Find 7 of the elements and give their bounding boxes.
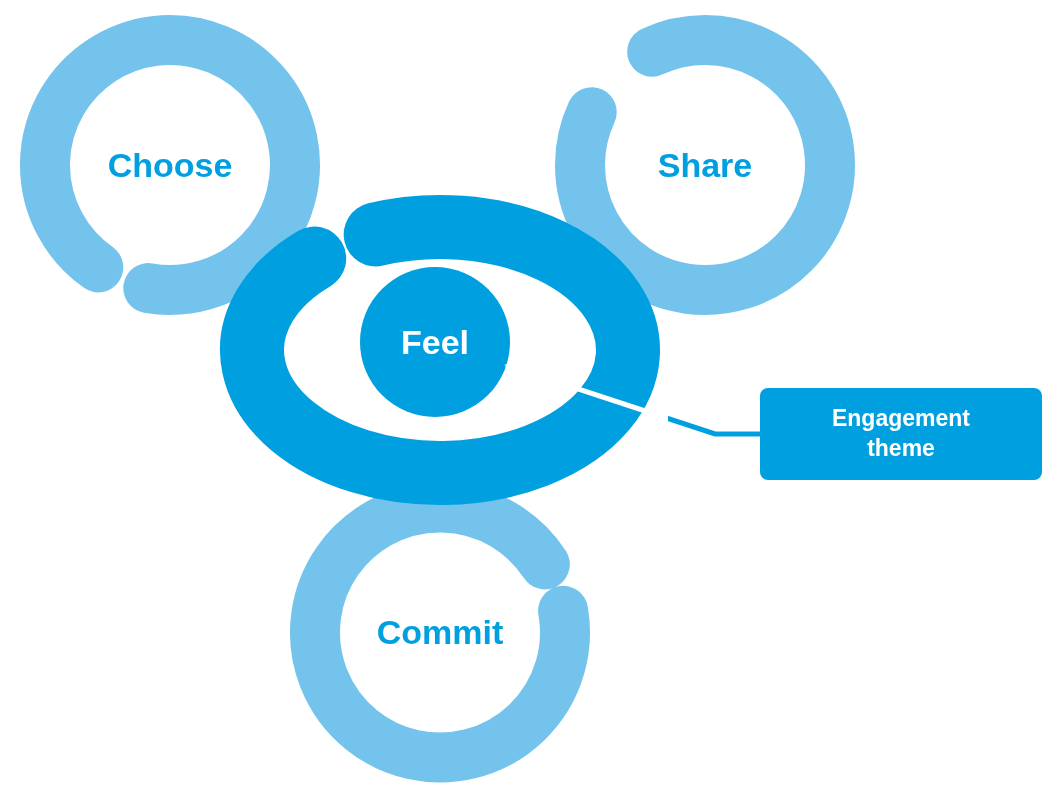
arrow: [504, 361, 760, 437]
callout-box: [760, 388, 1042, 480]
callout-label: Engagement theme: [831, 404, 971, 463]
node-label: Share: [657, 145, 753, 185]
node-label: Choose: [107, 145, 233, 185]
node-label: Feel: [400, 322, 469, 362]
node-label: Commit: [376, 613, 504, 652]
